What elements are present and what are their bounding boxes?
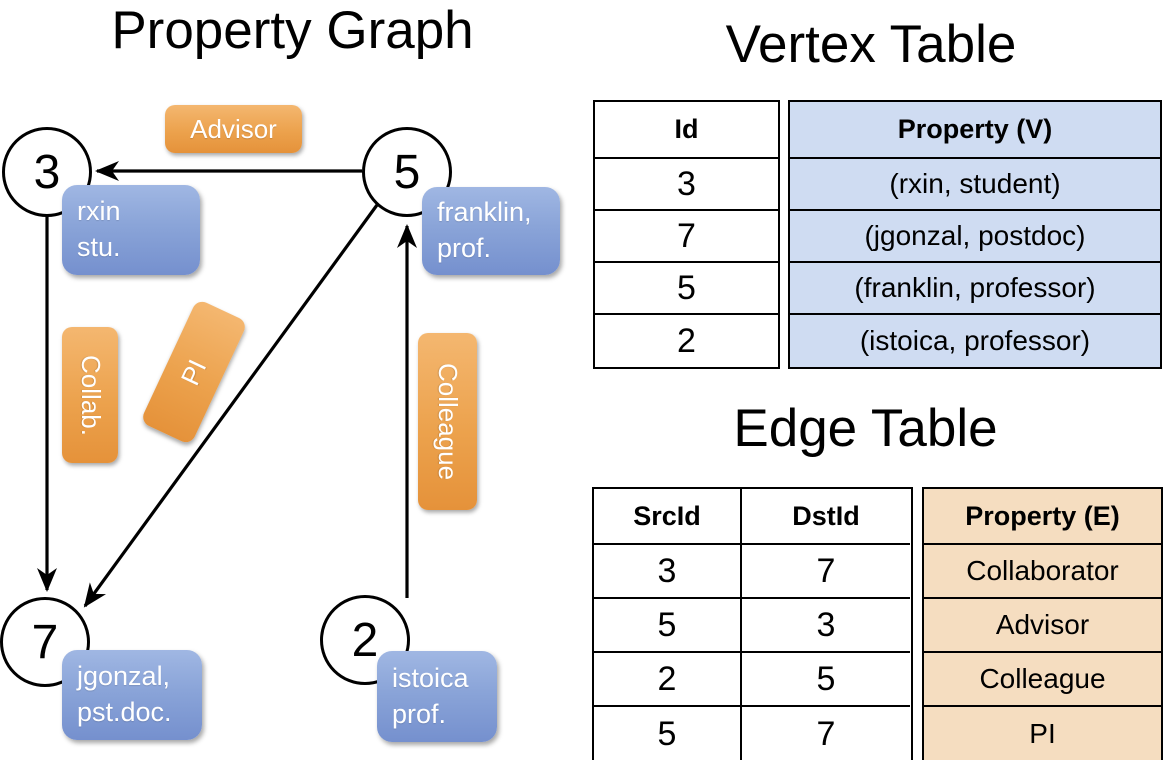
vertex-table-title: Vertex Table <box>725 15 1017 74</box>
edge-src-cell: 5 <box>594 599 742 653</box>
vertex-id-cell: 2 <box>677 321 696 360</box>
vertex-property-cell: (istoica, professor) <box>859 325 1091 356</box>
edge-property-cell: Colleague <box>924 653 1161 707</box>
vertex-label-franklin: franklin, prof. <box>422 187 560 275</box>
node-id-label: 2 <box>351 613 379 667</box>
edge-table-row: 2 5 <box>594 653 911 707</box>
vertex-label-line2: prof. <box>437 233 492 263</box>
edge-dst-cell: 5 <box>742 653 910 707</box>
edge-table-srcid-header: SrcId <box>594 489 742 545</box>
vertex-property-cell: (jgonzal, postdoc) <box>790 211 1160 263</box>
edge-label-advisor: Advisor <box>165 105 302 153</box>
node-id-label: 3 <box>33 145 61 199</box>
edge-label-text: Advisor <box>190 113 277 144</box>
edge-label-colleague: Colleague <box>418 333 477 510</box>
edge-table-row: 3 7 <box>594 545 911 599</box>
vertex-table-id-header: Id <box>595 102 778 159</box>
edge-table-dstid-header: DstId <box>742 489 910 545</box>
edge-src-cell: 5 <box>594 707 742 760</box>
edge-label-text: Colleague <box>433 362 463 481</box>
edge-dst-cell: 7 <box>742 545 910 599</box>
vertex-label-rxin: rxin stu. <box>62 185 200 275</box>
vertex-label-line2: prof. <box>392 698 447 729</box>
edge-label-collab: Collab. <box>62 327 118 463</box>
graph-node-3: 3 <box>2 127 92 217</box>
node-id-label: 7 <box>31 615 59 669</box>
vertex-table-property-header: Property (V) <box>790 102 1160 159</box>
vertex-label-line1: rxin <box>77 196 121 227</box>
edge-line-5-to-7 <box>83 204 379 608</box>
edge-table-row: 5 7 <box>594 707 911 760</box>
edge-table-title: Edge Table <box>733 399 998 458</box>
edge-label-text: Collab. <box>75 354 106 436</box>
vertex-label-jgonzal: jgonzal, pst.doc. <box>62 650 202 740</box>
edge-table: SrcId DstId 3 7 5 3 2 5 5 7 Property (E)… <box>592 487 1163 760</box>
edge-property-cell: Collaborator <box>924 545 1161 599</box>
edge-src-cell: 2 <box>594 653 742 707</box>
vertex-label-istoica: istoica prof. <box>377 651 497 742</box>
edge-dst-cell: 3 <box>742 599 910 653</box>
edge-table-header-row: SrcId DstId <box>594 489 911 545</box>
edge-src-cell: 3 <box>594 545 742 599</box>
node-id-label: 5 <box>393 145 421 199</box>
vertex-label-line2: pst.doc. <box>77 697 172 727</box>
vertex-label-line1: franklin, <box>437 197 532 228</box>
edge-property-cell: PI <box>1029 718 1056 749</box>
vertex-table-property-column: Property (V) (rxin, student) (jgonzal, p… <box>788 100 1162 369</box>
property-graph-title: Property Graph <box>111 1 474 60</box>
edge-dst-cell: 7 <box>816 714 836 753</box>
edge-label-text: PI <box>174 354 213 390</box>
vertex-label-line1: istoica <box>392 662 469 693</box>
vertex-property-cell: (rxin, student) <box>790 159 1160 211</box>
vertex-id-cell: 3 <box>595 159 778 211</box>
vertex-id-cell: 7 <box>595 211 778 263</box>
vertex-label-line2: stu. <box>77 232 121 262</box>
vertex-label-line1: jgonzal, <box>77 661 171 692</box>
edge-table-id-columns: SrcId DstId 3 7 5 3 2 5 5 7 <box>592 487 913 760</box>
edge-table-property-header: Property (E) <box>924 489 1161 545</box>
vertex-table-id-column: Id 3 7 5 2 <box>593 100 780 369</box>
vertex-property-cell: (franklin, professor) <box>790 263 1160 315</box>
edge-table-property-column: Property (E) Collaborator Advisor Collea… <box>922 487 1163 760</box>
vertex-id-cell: 5 <box>595 263 778 315</box>
edge-property-cell: Advisor <box>924 599 1161 653</box>
edge-table-row: 5 3 <box>594 599 911 653</box>
vertex-table: Id 3 7 5 2 Property (V) (rxin, student) … <box>593 100 1162 369</box>
